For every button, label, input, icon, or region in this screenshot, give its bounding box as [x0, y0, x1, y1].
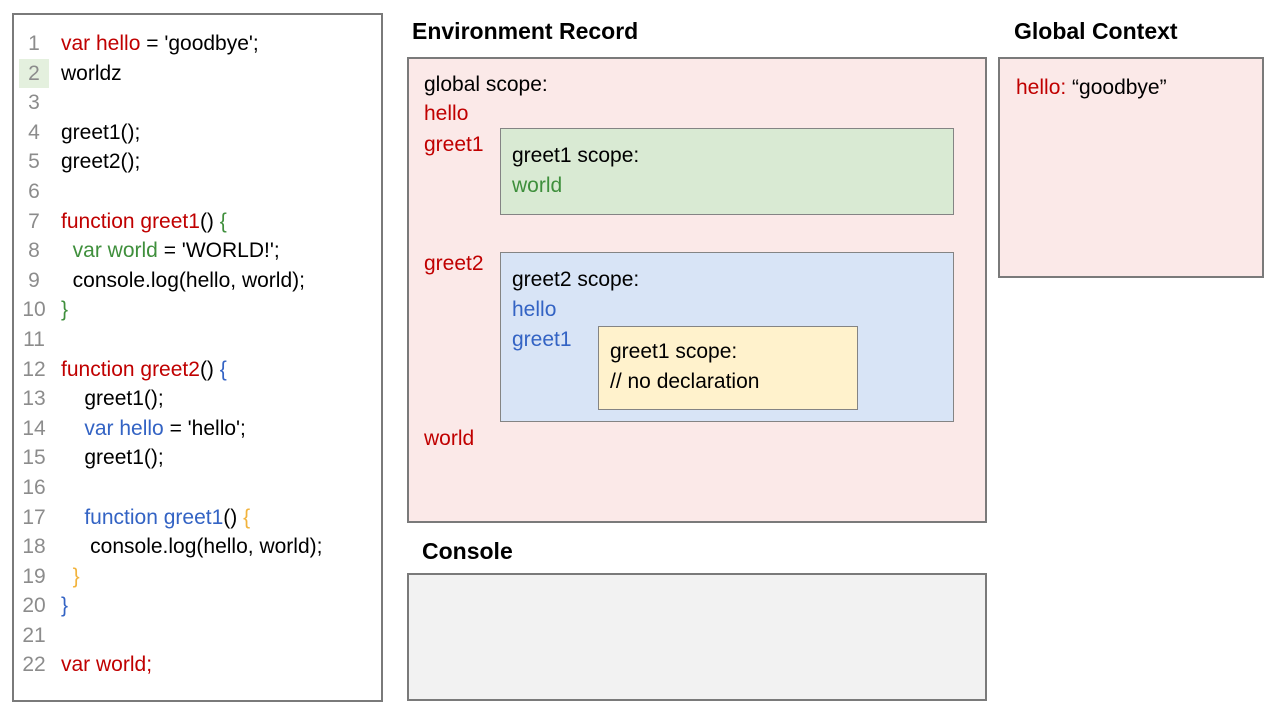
greet1-scope-var-world: world	[512, 174, 563, 197]
code-line: 4 greet1();	[14, 118, 381, 148]
line-number: 13	[22, 387, 46, 411]
global-context-title: Global Context	[1014, 18, 1178, 44]
code-line: 6	[14, 177, 381, 207]
code-line: 9 console.log(hello, world);	[14, 266, 381, 296]
line-number: 22	[22, 653, 46, 677]
console-output-box	[407, 573, 987, 701]
line-number: 18	[22, 535, 46, 559]
line-number: 15	[22, 446, 46, 470]
line-number: 8	[28, 239, 40, 263]
code-text: greet1();	[61, 120, 141, 144]
code-text: greet2();	[61, 150, 141, 174]
code-text: var hello = 'hello';	[84, 416, 246, 440]
code-editor-panel: 1 var hello = 'goodbye'; 2 worldz 3 4 greet1()…	[12, 13, 383, 702]
env-var-greet2: greet2	[424, 252, 484, 275]
line-number: 14	[22, 416, 46, 440]
greet2-scope-var-hello: hello	[512, 298, 557, 321]
code-line: 12 function greet2() {	[14, 355, 381, 385]
code-line: 13 greet1();	[14, 384, 381, 414]
code-line: 2 worldz	[14, 58, 381, 89]
line-number: 6	[28, 179, 40, 203]
code-text: }	[61, 594, 69, 618]
code-line: 8 var world = 'WORLD!';	[14, 236, 381, 266]
inner-greet1-scope-comment: // no declaration	[610, 370, 760, 393]
global-context-var-value: “goodbye”	[1072, 76, 1167, 99]
greet2-scope-box: greet2 scope: hello greet1 greet1 scope:…	[500, 252, 954, 422]
code-line: 17 function greet1() {	[14, 503, 381, 533]
line-number: 3	[28, 91, 40, 115]
line-number: 11	[23, 327, 45, 351]
code-line: 7 function greet1() {	[14, 207, 381, 237]
greet1-scope-label: greet1 scope:	[512, 144, 640, 167]
greet1-scope-box: greet1 scope: world	[500, 128, 954, 215]
code-lines: 1 var hello = 'goodbye'; 2 worldz 3 4 greet1()…	[14, 15, 381, 680]
code-line: 3	[14, 88, 381, 118]
line-number: 12	[22, 357, 46, 381]
global-scope-label: global scope:	[424, 73, 548, 96]
line-number: 7	[28, 209, 40, 233]
code-line: 22 var world;	[14, 650, 381, 680]
greet2-scope-label: greet2 scope:	[512, 268, 640, 291]
line-number: 17	[22, 505, 46, 529]
line-number: 10	[22, 298, 46, 322]
line-number: 21	[22, 623, 46, 647]
code-text: console.log(hello, world);	[61, 535, 323, 559]
code-line: 21	[14, 621, 381, 651]
code-line: 18 console.log(hello, world);	[14, 532, 381, 562]
code-text: console.log(hello, world);	[61, 268, 305, 292]
code-line: 20}	[14, 591, 381, 621]
code-text: var world;	[61, 653, 153, 677]
code-line: 14 var hello = 'hello';	[14, 414, 381, 444]
code-text: function greet1() {	[84, 505, 251, 529]
code-text: worldz	[61, 61, 122, 85]
code-text: }	[61, 298, 69, 322]
code-text: var hello = 'goodbye';	[61, 32, 259, 55]
code-text: greet1();	[61, 446, 164, 470]
code-text: }	[72, 564, 80, 588]
line-number-highlighted: 2	[19, 58, 49, 89]
line-number: 4	[28, 120, 40, 144]
code-line: 10}	[14, 295, 381, 325]
code-line: 19 }	[14, 562, 381, 592]
env-var-world: world	[424, 427, 475, 450]
code-line: 1 var hello = 'goodbye';	[14, 29, 381, 59]
env-var-hello: hello	[424, 102, 469, 125]
code-line: 5 greet2();	[14, 147, 381, 177]
line-number: 5	[28, 150, 40, 174]
env-var-greet1: greet1	[424, 133, 484, 156]
global-context-box: hello: “goodbye”	[998, 57, 1264, 278]
code-line: 11	[14, 325, 381, 355]
code-line: 16	[14, 473, 381, 503]
console-title: Console	[422, 538, 513, 564]
line-number: 19	[22, 564, 46, 588]
greet2-scope-var-greet1: greet1	[512, 328, 572, 351]
global-scope-box: global scope: hello greet1 greet2 world …	[407, 57, 987, 523]
code-text: greet1();	[61, 387, 164, 411]
inner-greet1-scope-box: greet1 scope: // no declaration	[598, 326, 858, 410]
environment-record-title: Environment Record	[412, 18, 639, 44]
global-context-var-name: hello:	[1016, 76, 1067, 99]
line-number: 9	[28, 268, 40, 292]
line-number: 16	[22, 475, 46, 499]
line-number: 1	[28, 32, 40, 55]
inner-greet1-scope-label: greet1 scope:	[610, 340, 738, 363]
code-line: 15 greet1();	[14, 443, 381, 473]
code-text: var world = 'WORLD!';	[72, 239, 280, 263]
line-number: 20	[22, 594, 46, 618]
code-text: function greet2() {	[61, 357, 227, 381]
code-text: function greet1() {	[61, 209, 227, 233]
